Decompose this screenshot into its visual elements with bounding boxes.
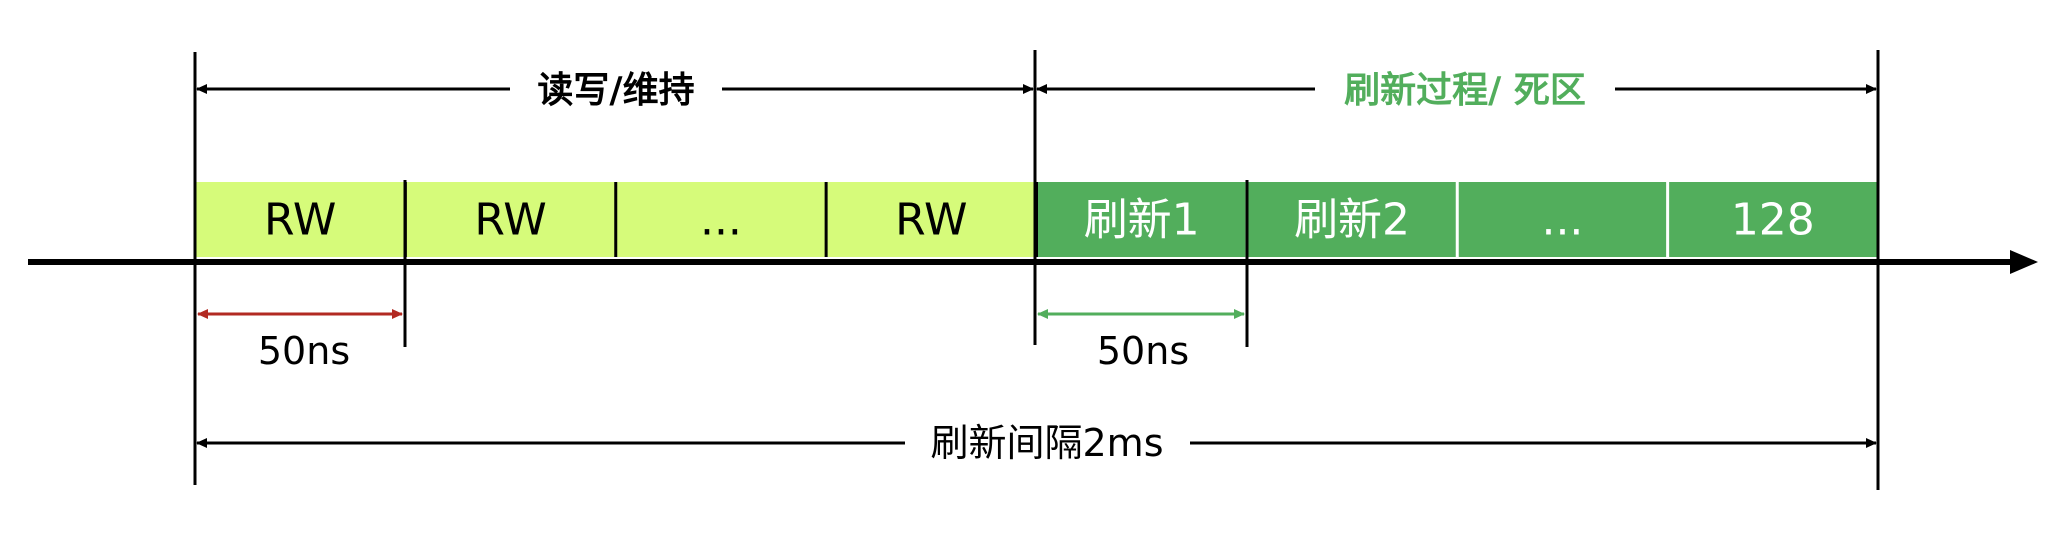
rw-span-label: 读写/维持 — [537, 70, 694, 111]
segment-block-7 — [1667, 182, 1878, 257]
segment-block-2 — [615, 182, 827, 257]
segment-label-0: RW — [264, 195, 336, 246]
segment-label-4: 刷新1 — [1084, 195, 1200, 246]
segment-block-5 — [1246, 182, 1458, 257]
refresh-span-label: 刷新过程/ 死区 — [1344, 70, 1586, 111]
time-axis-arrowhead — [2010, 250, 2038, 274]
refresh-duration-label: 50ns — [1097, 329, 1189, 373]
refresh-interval-label: 刷新间隔2ms — [931, 421, 1164, 465]
segment-block-3 — [826, 182, 1037, 257]
rw-duration-label: 50ns — [258, 329, 350, 373]
segment-label-7: 128 — [1731, 195, 1815, 246]
segments-group: RW RW... RW 刷新1 刷新2... 128 — [195, 182, 1878, 257]
segment-block-1 — [405, 182, 616, 257]
segment-label-6: ... — [1541, 195, 1583, 246]
segment-block-6 — [1457, 182, 1668, 257]
segment-label-5: 刷新2 — [1294, 195, 1410, 246]
segment-block-4 — [1036, 182, 1247, 257]
segment-label-3: RW — [895, 195, 967, 246]
segment-label-1: RW — [474, 195, 546, 246]
segment-label-2: ... — [700, 195, 742, 246]
segment-block-0 — [195, 182, 406, 257]
